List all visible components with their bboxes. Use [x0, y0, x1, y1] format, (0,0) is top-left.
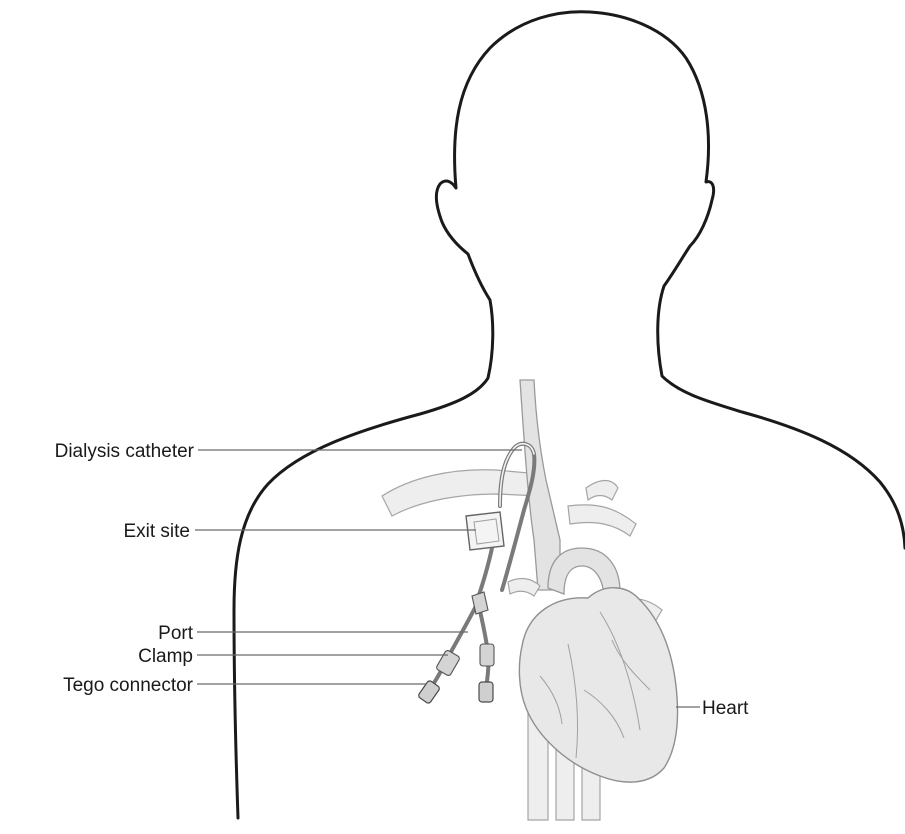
label-tego-connector: Tego connector — [63, 675, 194, 696]
catheter-left-lumen — [432, 602, 478, 686]
tego-connector-right — [479, 682, 493, 702]
label-clamp: Clamp — [138, 646, 193, 667]
left-pulmonary-branch — [508, 579, 540, 596]
label-heart: Heart — [702, 698, 749, 719]
clamp-right — [480, 644, 494, 666]
label-port: Port — [158, 623, 194, 644]
label-exit-site: Exit site — [123, 521, 190, 542]
right-upper-branch-vessel — [586, 481, 618, 501]
exit-site-dressing — [466, 512, 504, 550]
subclavian-vessel — [382, 470, 540, 516]
label-dialysis-catheter: Dialysis catheter — [55, 441, 195, 462]
right-branch-vessel — [568, 505, 636, 536]
